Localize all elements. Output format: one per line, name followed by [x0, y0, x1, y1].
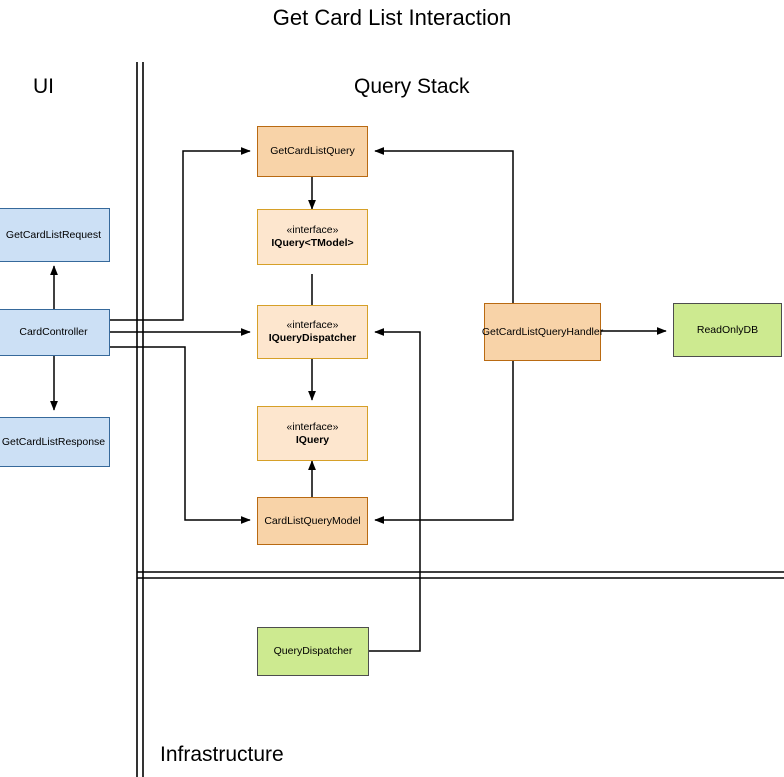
node-query-dispatcher[interactable]: QueryDispatcher	[257, 627, 369, 676]
edge-handler-to-querymodel	[374, 361, 514, 524]
edge-handler-to-query	[374, 147, 514, 303]
node-card-list-query-model[interactable]: CardListQueryModel	[257, 497, 368, 545]
swimlane-label-infrastructure: Infrastructure	[160, 743, 284, 766]
node-iquery-tmodel[interactable]: «interface» IQuery<TModel>	[257, 209, 368, 265]
node-label: QueryDispatcher	[273, 645, 353, 658]
node-get-card-list-query-handler[interactable]: GetCardListQueryHandler	[481, 303, 604, 361]
node-label: GetCardListQuery	[270, 145, 355, 158]
node-stereotype: «interface»	[286, 420, 339, 433]
node-label: GetCardListRequest	[5, 228, 102, 241]
node-label: IQuery	[295, 433, 330, 446]
swimlane-divider-ui-query	[136, 62, 144, 777]
node-iquery[interactable]: «interface» IQuery	[257, 406, 368, 461]
node-label: IQuery<TModel>	[271, 237, 354, 249]
node-iquery-dispatcher[interactable]: «interface» IQueryDispatcher	[257, 305, 368, 359]
node-get-card-list-response[interactable]: GetCardListResponse	[0, 417, 110, 467]
node-read-only-db[interactable]: ReadOnlyDB	[673, 303, 782, 357]
edge-controller-to-query	[110, 147, 251, 321]
swimlane-label-ui: UI	[33, 75, 54, 98]
edge-controller-to-querymodel	[110, 346, 251, 524]
diagram-title: Get Card List Interaction	[272, 5, 512, 30]
node-stereotype: «interface»	[286, 319, 339, 332]
swimlane-label-query-stack: Query Stack	[354, 75, 470, 98]
node-get-card-list-request[interactable]: GetCardListRequest	[0, 208, 110, 262]
node-label: CardListQueryModel	[264, 514, 361, 527]
node-label: IQueryDispatcher	[268, 332, 357, 344]
node-card-controller[interactable]: CardController	[0, 309, 110, 356]
node-stereotype: «interface»	[286, 224, 339, 237]
node-label: CardController	[19, 326, 88, 339]
node-get-card-list-query[interactable]: GetCardListQuery	[257, 126, 368, 177]
swimlane-divider-query-infrastructure	[137, 571, 784, 579]
edge-querydispatcher-to-idispatcher	[369, 328, 421, 652]
node-label: GetCardListQueryHandler	[481, 325, 604, 338]
node-label: GetCardListResponse	[1, 435, 106, 448]
node-label: ReadOnlyDB	[696, 323, 759, 336]
